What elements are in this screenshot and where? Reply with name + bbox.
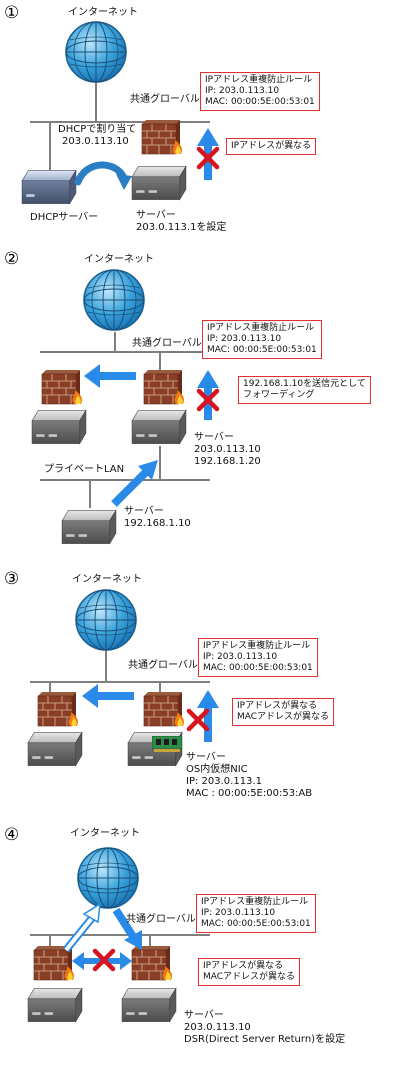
server-ip-label: 203.0.113.10 bbox=[194, 444, 261, 455]
section-number: ④ bbox=[4, 825, 20, 845]
server-dsr-label: DSR(Direct Server Return)を設定 bbox=[184, 1034, 346, 1045]
rule-line: IPアドレス重複防止ルール bbox=[207, 323, 315, 333]
internet-globe-icon bbox=[77, 847, 139, 909]
section-1-graphics bbox=[21, 21, 219, 205]
internet-globe-icon bbox=[75, 589, 137, 651]
server-icon bbox=[27, 731, 83, 767]
rule-line: IP: 203.0.113.10 bbox=[201, 908, 276, 918]
server-icon bbox=[131, 409, 187, 445]
firewall-icon bbox=[131, 945, 173, 981]
section-number: ① bbox=[4, 3, 20, 23]
server-icon bbox=[27, 987, 83, 1023]
server-icon bbox=[61, 509, 117, 545]
firewall-icon bbox=[41, 369, 83, 405]
global-label: 共通グローバル bbox=[128, 660, 198, 671]
rule-callout: IPアドレス重複防止ルール IP: 203.0.113.10 MAC: 00:0… bbox=[198, 638, 318, 677]
private-lan-label: プライベートLAN bbox=[44, 464, 125, 475]
section-2-graphics bbox=[31, 269, 219, 545]
firewall-icon bbox=[141, 119, 183, 155]
rule-line: IPアドレス重複防止ルール bbox=[205, 75, 313, 85]
server-mac-label: MAC : 00:00:5E:00:53:AB bbox=[186, 788, 313, 799]
dhcp-server-label: DHCPサーバー bbox=[30, 212, 99, 223]
dhcp-server-icon bbox=[21, 169, 77, 205]
server-nic-label: OS内仮想NIC bbox=[186, 764, 248, 775]
note-line: MACアドレスが異なる bbox=[203, 972, 296, 982]
global-label: 共通グローバル bbox=[130, 94, 200, 105]
global-label: 共通グローバル bbox=[126, 914, 196, 925]
rule-line: MAC: 00:00:5E:00:53:01 bbox=[207, 345, 317, 355]
internet-label: インターネット bbox=[84, 254, 154, 265]
server-ip-label: 203.0.113.10 bbox=[184, 1022, 251, 1033]
note-line: IPアドレスが異なる bbox=[237, 701, 318, 711]
rule-line: IPアドレス重複防止ルール bbox=[203, 641, 311, 651]
server-icon bbox=[131, 165, 187, 201]
rule-callout: IPアドレス重複防止ルール IP: 203.0.113.10 MAC: 00:0… bbox=[196, 894, 316, 933]
rule-line: IP: 203.0.113.10 bbox=[203, 652, 278, 662]
server-ip-label: 192.168.1.10 bbox=[124, 518, 191, 529]
section-number: ③ bbox=[4, 569, 20, 589]
global-label: 共通グローバル bbox=[132, 338, 202, 349]
note-callout: IPアドレスが異なる MACアドレスが異なる bbox=[232, 698, 335, 726]
server-icon bbox=[121, 987, 177, 1023]
firewall-icon bbox=[143, 691, 185, 727]
server-ip-label: IP: 203.0.113.1 bbox=[186, 776, 262, 787]
firewall-icon bbox=[37, 691, 79, 727]
server-ip-label: 192.168.1.20 bbox=[194, 456, 261, 467]
rule-line: MAC: 00:00:5E:00:53:01 bbox=[203, 663, 313, 673]
rule-callout: IPアドレス重複防止ルール IP: 203.0.113.10 MAC: 00:0… bbox=[202, 320, 322, 359]
rule-callout: IPアドレス重複防止ルール IP: 203.0.113.10 MAC: 00:0… bbox=[200, 72, 320, 111]
rule-line: IPアドレス重複防止ルール bbox=[201, 897, 309, 907]
rule-line: IP: 203.0.113.10 bbox=[207, 334, 282, 344]
server-label: サーバー bbox=[194, 432, 234, 443]
note-callout: IPアドレスが異なる MACアドレスが異なる bbox=[198, 958, 301, 986]
server-label: サーバー bbox=[136, 210, 176, 221]
note-line: IPアドレスが異なる bbox=[231, 141, 312, 151]
server-label: サーバー bbox=[186, 752, 226, 763]
firewall-icon bbox=[143, 369, 185, 405]
server-label: サーバー bbox=[184, 1010, 224, 1021]
section-number: ② bbox=[4, 249, 20, 269]
server-label: サーバー bbox=[124, 506, 164, 517]
rule-line: MAC: 00:00:5E:00:53:01 bbox=[201, 919, 311, 929]
section-3-graphics bbox=[27, 589, 219, 767]
server-icon bbox=[31, 409, 87, 445]
note-line: フォワーディング bbox=[243, 390, 315, 400]
note-line: IPアドレスが異なる bbox=[203, 961, 284, 971]
virtual-nic-icon bbox=[152, 736, 182, 752]
internet-globe-icon bbox=[65, 21, 127, 83]
rule-line: MAC: 00:00:5E:00:53:01 bbox=[205, 97, 315, 107]
section-4-graphics bbox=[27, 847, 210, 1023]
internet-label: インターネット bbox=[68, 7, 138, 18]
note-callout: 192.168.1.10を送信元として フォワーディング bbox=[238, 376, 371, 404]
internet-globe-icon bbox=[83, 269, 145, 331]
rule-line: IP: 203.0.113.10 bbox=[205, 86, 280, 96]
dhcp-assign-label: DHCPで割り当て bbox=[58, 124, 137, 135]
dhcp-assign-ip: 203.0.113.10 bbox=[62, 136, 129, 147]
internet-label: インターネット bbox=[72, 574, 142, 585]
server-ip-label: 203.0.113.1を設定 bbox=[136, 222, 227, 233]
note-line: MACアドレスが異なる bbox=[237, 712, 330, 722]
note-callout: IPアドレスが異なる bbox=[226, 138, 317, 155]
note-line: 192.168.1.10を送信元として bbox=[243, 379, 366, 389]
internet-label: インターネット bbox=[70, 828, 140, 839]
